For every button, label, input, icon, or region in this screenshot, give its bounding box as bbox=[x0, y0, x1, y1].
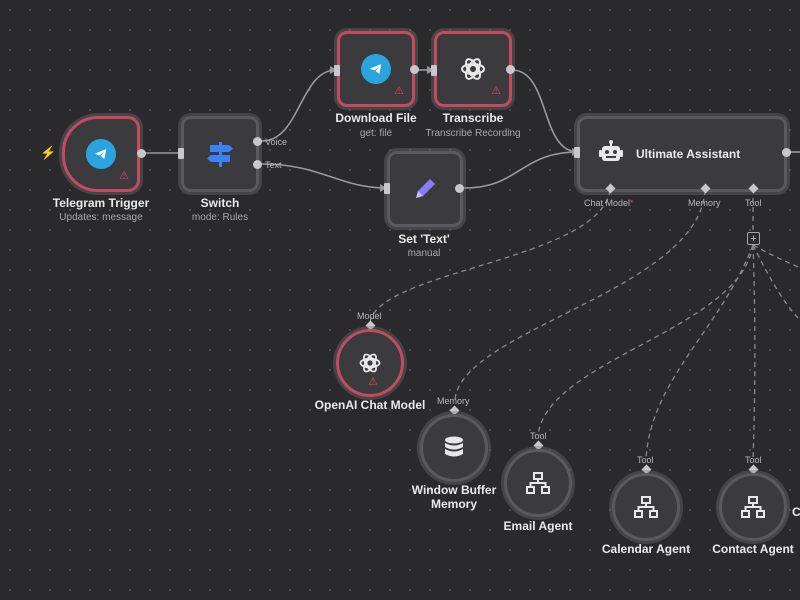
contact-agent-node[interactable] bbox=[719, 473, 787, 541]
telegram-icon bbox=[86, 139, 116, 169]
wire-set-assistant bbox=[463, 151, 579, 189]
transcribe-sub: Transcribe Recording bbox=[425, 128, 521, 139]
warning-icon: ⚠ bbox=[491, 85, 501, 97]
ultimate-assistant-input-port[interactable] bbox=[574, 147, 580, 158]
telegram-trigger-sub: Updates: message bbox=[59, 212, 143, 223]
wire-calendar bbox=[645, 244, 754, 461]
download-file-output-port[interactable] bbox=[410, 65, 419, 74]
download-file-input-port[interactable] bbox=[334, 65, 340, 76]
switch-sub: mode: Rules bbox=[191, 212, 249, 223]
memory-port-label: Memory bbox=[688, 198, 721, 208]
set-text-node[interactable] bbox=[387, 151, 463, 227]
switch-node[interactable] bbox=[181, 116, 259, 192]
set-text-output-port[interactable] bbox=[455, 184, 464, 193]
switch-input-port[interactable] bbox=[178, 148, 184, 159]
wire-chatmodel bbox=[369, 189, 611, 323]
openai-chat-model-label: OpenAI Chat Model bbox=[314, 398, 426, 412]
transcribe-node[interactable]: ⚠ bbox=[434, 31, 512, 107]
contact-tool-port-label: Tool bbox=[745, 455, 762, 465]
email-agent-node[interactable] bbox=[504, 449, 572, 517]
contact-agent-label: Contact Agent bbox=[712, 542, 794, 556]
pencil-icon bbox=[410, 174, 440, 204]
switch-output-voice-port[interactable] bbox=[253, 137, 262, 146]
transcribe-input-port[interactable] bbox=[431, 65, 437, 76]
set-text-sub: manual bbox=[407, 248, 441, 259]
ultimate-assistant-label: Ultimate Assistant bbox=[636, 147, 741, 161]
telegram-icon bbox=[361, 54, 391, 84]
switch-out-text-label: Text bbox=[265, 160, 282, 170]
calendar-agent-label: Calendar Agent bbox=[601, 542, 691, 556]
telegram-trigger-node[interactable]: ⚠ bbox=[62, 116, 140, 192]
wire-memory bbox=[454, 189, 706, 401]
robot-icon bbox=[596, 139, 626, 169]
set-text-input-port[interactable] bbox=[384, 183, 390, 194]
window-buffer-memory-label-1: Window Buffer bbox=[411, 483, 497, 497]
telegram-trigger-output-port[interactable] bbox=[137, 149, 146, 158]
wire-extra1 bbox=[752, 244, 800, 321]
openai-icon bbox=[355, 348, 385, 378]
cutoff-node-label: C bbox=[792, 505, 800, 519]
openai-chat-model-node[interactable]: ⚠ bbox=[336, 329, 404, 397]
wire-contact bbox=[752, 244, 756, 461]
wire-transcribe-assistant bbox=[511, 69, 579, 153]
calendar-agent-node[interactable] bbox=[612, 473, 680, 541]
warning-icon: ⚠ bbox=[368, 376, 378, 388]
transcribe-label: Transcribe bbox=[442, 111, 504, 125]
warning-icon: ⚠ bbox=[394, 85, 404, 97]
wire-email bbox=[537, 244, 754, 437]
telegram-trigger-label: Telegram Trigger bbox=[52, 196, 150, 210]
sitemap-icon bbox=[631, 492, 661, 522]
switch-label: Switch bbox=[200, 196, 240, 210]
email-tool-port-label: Tool bbox=[530, 431, 547, 441]
ultimate-assistant-node[interactable]: Ultimate Assistant bbox=[577, 116, 787, 192]
switch-output-text-port[interactable] bbox=[253, 160, 262, 169]
trigger-bolt-icon: ⚡ bbox=[40, 145, 57, 160]
signpost-icon bbox=[205, 139, 235, 169]
chat-model-port-label: Chat Model* bbox=[584, 198, 634, 208]
download-file-node[interactable]: ⚠ bbox=[337, 31, 415, 107]
window-buffer-memory-label-2: Memory bbox=[430, 497, 478, 511]
download-file-label: Download File bbox=[335, 111, 417, 125]
database-icon bbox=[439, 433, 469, 463]
set-text-label: Set 'Text' bbox=[398, 232, 450, 246]
sitemap-icon bbox=[523, 468, 553, 498]
ultimate-assistant-output-port[interactable] bbox=[782, 148, 791, 157]
calendar-tool-port-label: Tool bbox=[637, 455, 654, 465]
download-file-sub: get: file bbox=[359, 128, 393, 139]
email-agent-label: Email Agent bbox=[503, 519, 573, 533]
model-port-label: Model bbox=[357, 311, 382, 321]
memory-node-port-label: Memory bbox=[437, 396, 470, 406]
wire-switch-download bbox=[261, 69, 337, 142]
wire-extra2 bbox=[752, 244, 800, 269]
transcribe-output-port[interactable] bbox=[506, 65, 515, 74]
add-tool-button[interactable]: + bbox=[747, 232, 760, 245]
sitemap-icon bbox=[738, 492, 768, 522]
tool-port-label: Tool bbox=[745, 198, 762, 208]
warning-icon: ⚠ bbox=[119, 170, 129, 182]
window-buffer-memory-node[interactable] bbox=[420, 414, 488, 482]
wire-switch-set bbox=[261, 163, 387, 189]
openai-icon bbox=[458, 54, 488, 84]
switch-out-voice-label: Voice bbox=[265, 137, 288, 147]
